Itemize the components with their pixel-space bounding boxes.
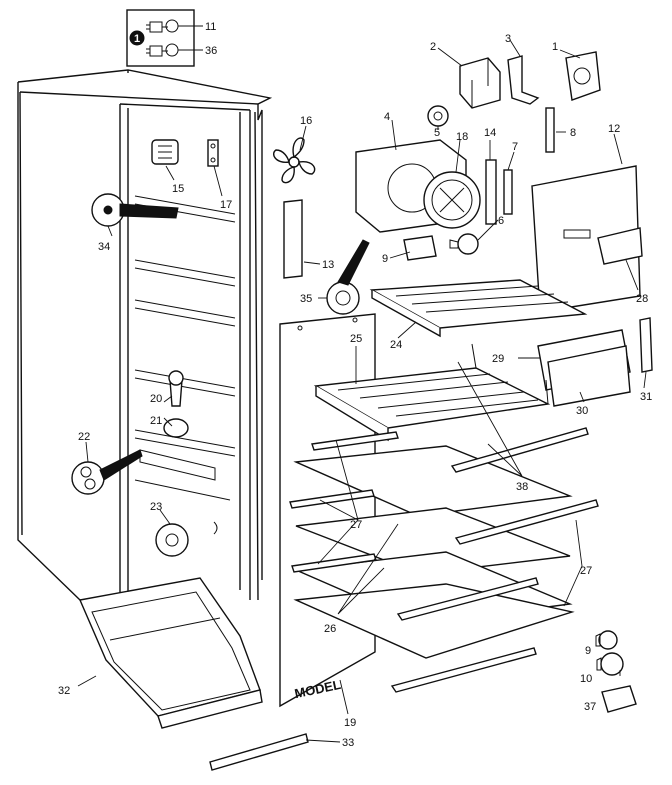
callout-labels: 1 2 3 4 5 6 7 8 9 9 10 12 13 14 15 16 17… xyxy=(58,33,652,749)
bracket-17 xyxy=(207,139,219,167)
legend-box: 1 11 36 xyxy=(126,9,217,67)
cabinet xyxy=(17,69,273,605)
callout-22: 22 xyxy=(78,431,90,443)
callout-19: 19 xyxy=(344,717,356,729)
glass-shelves xyxy=(293,445,575,659)
callout-6: 6 xyxy=(498,215,504,227)
callout-30: 30 xyxy=(576,405,588,417)
leader-lines xyxy=(77,39,647,743)
legend-item-11: 11 xyxy=(205,21,216,33)
part-22 xyxy=(71,449,143,495)
callout-33: 33 xyxy=(342,737,354,749)
callout-32: 32 xyxy=(58,685,70,697)
callout-17: 17 xyxy=(220,199,232,211)
part-20-21 xyxy=(163,370,189,438)
callout-18: 18 xyxy=(456,131,468,143)
callout-31: 31 xyxy=(640,391,652,403)
upper-shelf xyxy=(369,279,588,338)
light-bulbs xyxy=(403,233,479,261)
part-23 xyxy=(155,521,218,557)
callout-26: 26 xyxy=(324,623,336,635)
thermostat-control xyxy=(151,139,179,165)
cabinet-liner-panel: MODEL xyxy=(279,313,376,708)
fan-blade xyxy=(272,137,316,184)
callout-16: 16 xyxy=(300,115,312,127)
part-34 xyxy=(91,193,179,227)
legend-item-36: 36 xyxy=(205,45,217,57)
plug-icon-11 xyxy=(146,19,179,33)
hinge-parts xyxy=(459,51,601,153)
callout-23: 23 xyxy=(150,501,162,513)
callout-3: 3 xyxy=(505,33,511,45)
callout-8: 8 xyxy=(570,127,576,139)
callout-25: 25 xyxy=(350,333,362,345)
callout-1: 1 xyxy=(552,41,558,53)
callout-29: 29 xyxy=(492,353,504,365)
callout-12: 12 xyxy=(608,123,620,135)
callout-10: 10 xyxy=(580,673,592,685)
callout-14: 14 xyxy=(484,127,496,139)
light-housing xyxy=(355,105,481,233)
callout-7: 7 xyxy=(512,141,518,153)
callout-15: 15 xyxy=(172,183,184,195)
callout-2: 2 xyxy=(430,41,436,53)
crisper-rail xyxy=(209,733,309,771)
callout-24: 24 xyxy=(390,339,402,351)
mounting-strips xyxy=(283,159,513,279)
shelf-tracks xyxy=(289,427,599,693)
callout-27b: 27 xyxy=(580,565,592,577)
callout-27a: 27 xyxy=(350,519,362,531)
callout-13: 13 xyxy=(322,259,334,271)
door-panel xyxy=(531,165,643,313)
callout-28: 28 xyxy=(636,293,648,305)
callout-9: 9 xyxy=(382,253,388,265)
callout-5: 5 xyxy=(434,127,440,139)
block-37 xyxy=(601,685,637,713)
part-35 xyxy=(326,239,370,315)
callout-38: 38 xyxy=(516,481,528,493)
callout-21: 21 xyxy=(150,415,162,427)
callout-37: 37 xyxy=(584,701,596,713)
meat-keeper xyxy=(537,317,653,407)
callout-4: 4 xyxy=(384,111,390,123)
crisper-bin xyxy=(79,577,263,729)
spare-bulbs xyxy=(595,630,624,676)
legend-badge: 1 xyxy=(134,33,140,45)
callout-34: 34 xyxy=(98,241,110,253)
callout-20: 20 xyxy=(150,393,162,405)
callout-9b: 9 xyxy=(585,645,591,657)
callout-35: 35 xyxy=(300,293,312,305)
plug-icon-36 xyxy=(146,43,179,57)
